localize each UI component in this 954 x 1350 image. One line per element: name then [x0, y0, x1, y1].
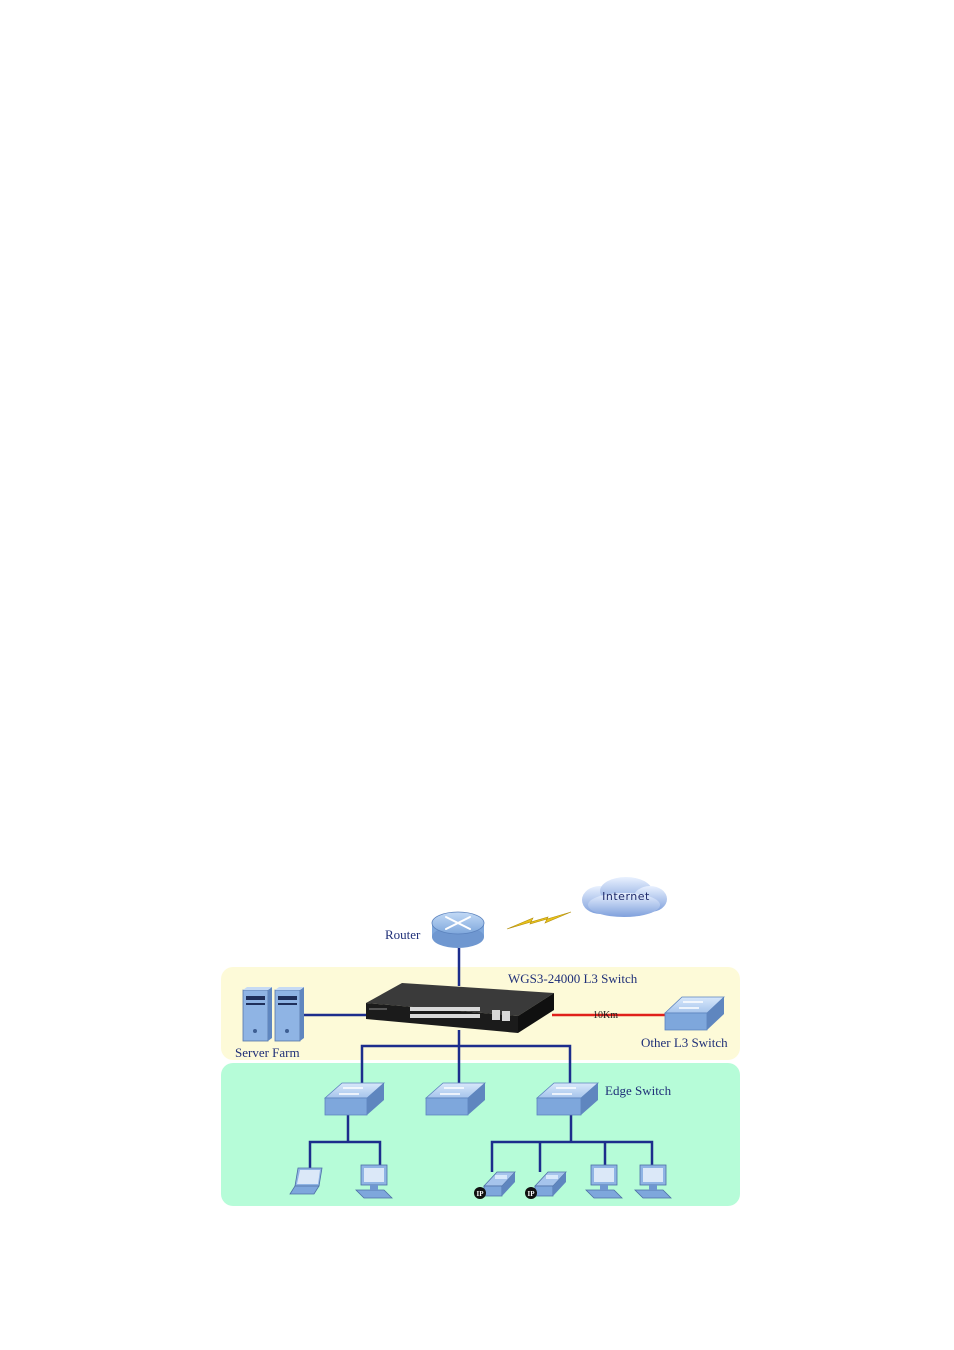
core-switch-label: WGS3-24000 L3 Switch	[508, 971, 638, 986]
network-links	[302, 948, 654, 1172]
edge-switch-1-icon	[323, 1082, 386, 1116]
ip-phone-1-icon	[474, 1171, 516, 1199]
desktop-computer-2-icon	[585, 1164, 623, 1199]
ip-phone-2-icon	[525, 1171, 567, 1199]
desktop-computer-3-icon	[634, 1164, 672, 1199]
desktop-computer-1-icon	[355, 1164, 393, 1199]
other-l3-switch-label: Other L3 Switch	[641, 1035, 728, 1050]
edge-switch-2-icon	[424, 1082, 487, 1116]
distribution-bus	[360, 1044, 572, 1086]
wireless-lightning-icon	[506, 911, 572, 930]
edge3-bus	[490, 1140, 654, 1172]
edge-switch-label: Edge Switch	[605, 1083, 672, 1098]
router-icon	[431, 911, 485, 948]
fiber-distance-label: 10Km	[593, 1010, 618, 1021]
other-l3-switch-icon	[663, 996, 726, 1031]
edge-switch-3-icon	[535, 1082, 600, 1116]
router-label: Router	[385, 927, 421, 942]
internet-label: Internet	[602, 890, 650, 903]
ip-phone-2-badge: IP	[528, 1190, 536, 1198]
server-farm-icon	[242, 987, 304, 1042]
core-l3-switch-icon	[366, 983, 554, 1033]
ip-phone-1-badge: IP	[477, 1190, 485, 1198]
internet-cloud-icon	[582, 877, 667, 917]
edge1-bus	[308, 1140, 382, 1168]
laptop-icon	[289, 1167, 323, 1195]
server-farm-label: Server Farm	[235, 1045, 300, 1060]
